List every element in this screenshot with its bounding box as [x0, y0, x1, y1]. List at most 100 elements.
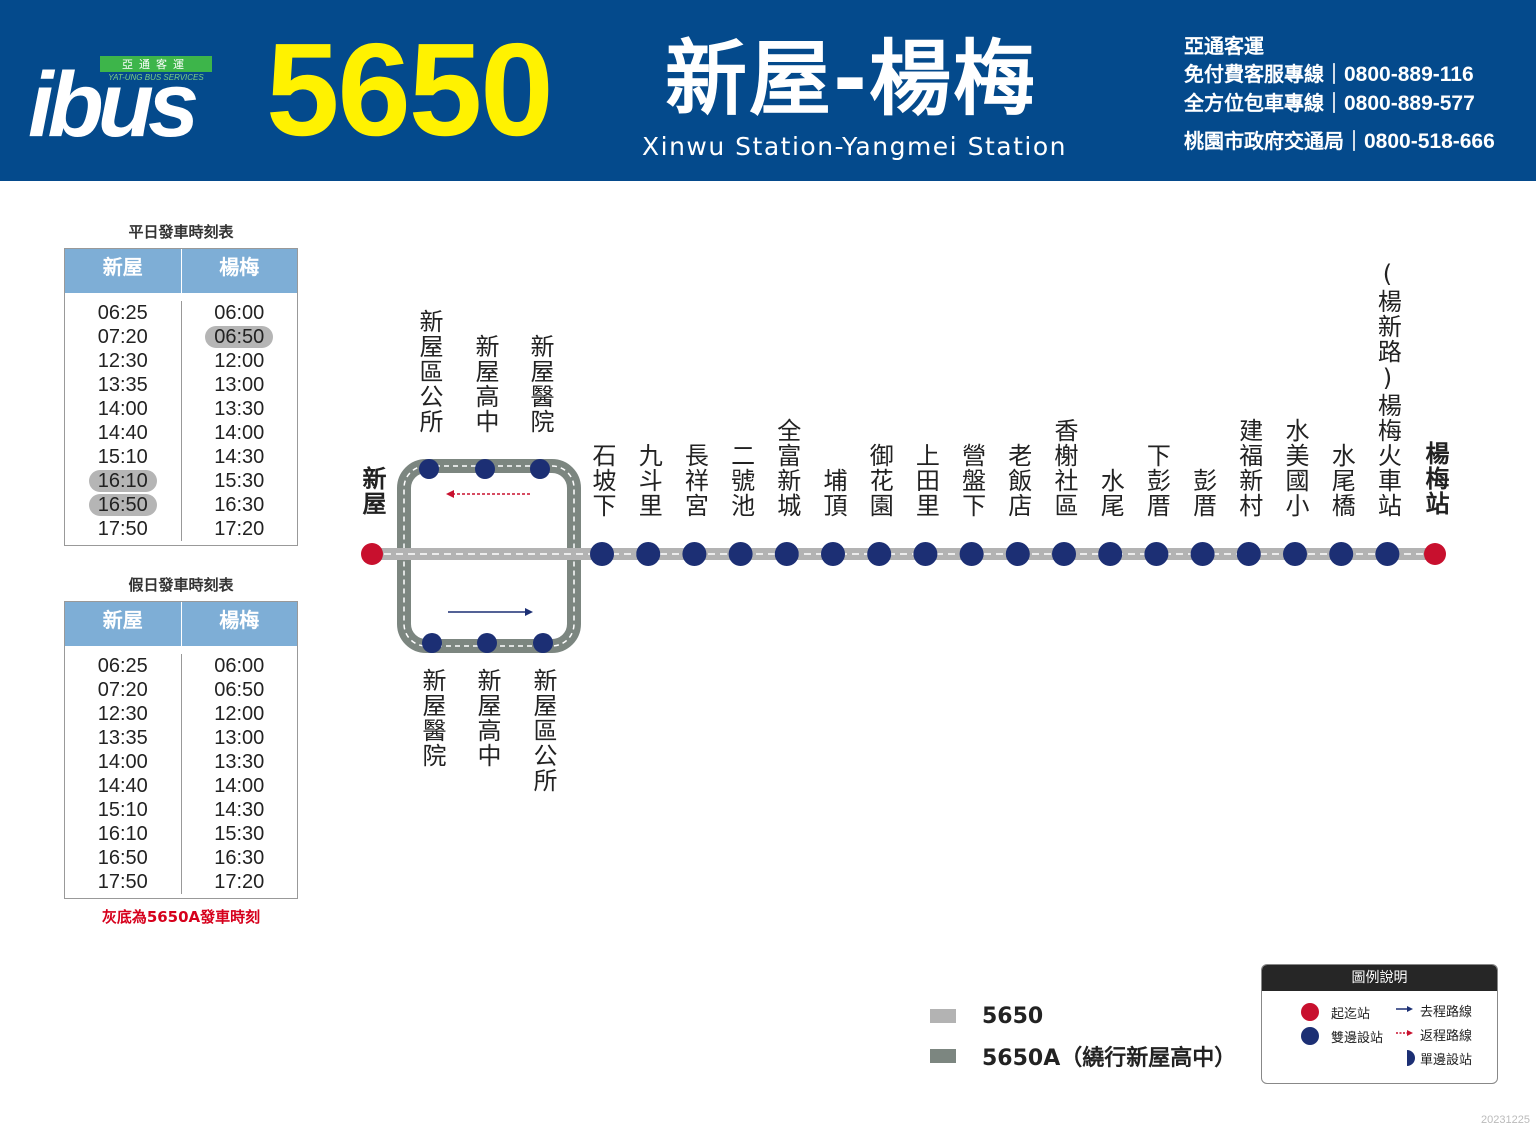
stop-label: 全富新城	[772, 418, 801, 518]
terminal-label-xinwu: 新屋	[358, 466, 386, 516]
stop-dot	[1098, 542, 1123, 566]
stop-label: 二號池	[726, 443, 755, 518]
departure-time: 15:10	[97, 799, 148, 821]
departure-time: 13:00	[214, 727, 265, 749]
holiday-col-xinwu: 新屋	[65, 602, 182, 646]
stop-label: 下彭厝	[1142, 443, 1171, 518]
departure-time: 06:50	[182, 325, 298, 349]
header-banner: ibus 亞通客運 YAT-UNG BUS SERVICES 5650 新屋-楊…	[0, 0, 1536, 181]
departure-time: 14:30	[214, 446, 265, 468]
departure-time: 15:10	[97, 446, 148, 468]
departure-time: 12:00	[214, 703, 265, 725]
route-legend: 5650 5650A（繞行新屋高中）	[930, 996, 1236, 1076]
legend-swatch	[930, 1009, 956, 1023]
stop-dot	[1236, 542, 1261, 566]
legend-box: 圖例說明 起迄站 雙邊設站 去程路線 返程路線 單邊設站	[1261, 964, 1498, 1084]
company-name: 亞通客運	[1184, 34, 1264, 58]
stop-dot	[1052, 542, 1076, 566]
stop-label: 上田里	[911, 443, 940, 518]
stop-label: (楊新路)楊梅火車站	[1373, 260, 1402, 518]
stop-label: 彭厝	[1188, 468, 1217, 518]
legend-one-side: 單邊設站	[1420, 1053, 1473, 1068]
stop-dot	[1375, 542, 1400, 566]
loop-top-stop-label: 新屋區公所	[415, 309, 443, 434]
departure-time: 13:30	[214, 751, 265, 773]
stop-dot	[867, 542, 892, 566]
loop-top-stop-dot	[419, 459, 439, 479]
loop-top-stop-dot	[530, 459, 550, 479]
departure-time: 16:50	[65, 493, 181, 517]
loop-bottom-stop-dot	[422, 633, 442, 653]
departure-time: 16:10	[65, 469, 181, 493]
stop-label: 水美國小	[1281, 418, 1309, 518]
legend-5650a: 5650A（繞行新屋高中）	[930, 1036, 1236, 1076]
svg-text:亞通客運: 亞通客運	[122, 57, 190, 71]
legend-terminal: 起迄站	[1331, 1007, 1371, 1022]
holiday-col-yangmei: 楊梅	[219, 608, 260, 632]
departure-time: 14:00	[214, 422, 265, 444]
departure-time: 13:35	[97, 374, 148, 396]
stop-label: 香榭社區	[1050, 418, 1078, 518]
departure-time: 06:25	[97, 302, 148, 324]
stop-dot	[682, 542, 707, 566]
route-name: 新屋-楊梅	[665, 32, 1038, 127]
stop-dot	[728, 542, 753, 566]
loop-top-stop-dot	[475, 459, 495, 479]
departure-time: 13:00	[214, 374, 265, 396]
departure-time: 12:30	[97, 350, 148, 372]
departure-time: 14:00	[97, 751, 148, 773]
departure-time: 07:20	[97, 679, 148, 701]
contact-info: 亞通客運 免付費客服專線｜0800-889-116 全方位包車專線｜0800-8…	[1184, 32, 1495, 156]
half-dot-icon	[1407, 1050, 1415, 1066]
stop-dot	[1005, 542, 1030, 566]
departure-time: 14:40	[97, 422, 148, 444]
departure-time: 17:50	[97, 518, 148, 540]
stop-label: 九斗里	[634, 443, 663, 518]
stop-label: 長祥宮	[680, 443, 709, 518]
stop-dot	[1283, 542, 1307, 566]
terminal-stop-yangmei	[1424, 543, 1446, 565]
departure-time: 17:20	[214, 871, 265, 893]
stop-dot-icon	[1301, 1027, 1319, 1045]
stop-label: 御花園	[865, 443, 894, 518]
stop-label: 水尾	[1096, 468, 1125, 518]
loop-bottom-stop-label: 新屋高中	[473, 668, 501, 768]
hotline-service: 免付費客服專線｜0800-889-116	[1184, 62, 1474, 86]
departure-time: 14:00	[214, 775, 265, 797]
stop-label: 石坡下	[588, 443, 616, 518]
departure-time: 07:20	[97, 326, 148, 348]
stop-dot	[959, 542, 984, 566]
departure-time: 06:00	[214, 655, 265, 677]
stop-label: 老飯店	[1003, 443, 1032, 518]
timetable-note: 灰底為5650A發車時刻	[101, 908, 261, 926]
date-stamp: 20231225	[1481, 1114, 1530, 1126]
stop-label: 營盤下	[957, 443, 986, 518]
stop-dot	[636, 542, 661, 566]
departure-time: 16:50	[97, 847, 148, 869]
departure-time: 12:30	[97, 703, 148, 725]
departure-time: 16:30	[214, 494, 265, 516]
departure-time: 15:30	[214, 470, 265, 492]
legend-both-sides: 雙邊設站	[1331, 1031, 1384, 1046]
weekday-col-yangmei: 楊梅	[219, 255, 260, 279]
weekday-col-xinwu: 新屋	[65, 249, 182, 293]
stop-label: 埔頂	[819, 468, 847, 518]
departure-time: 14:30	[214, 799, 265, 821]
terminal-label-yangmei: 楊梅站	[1421, 441, 1449, 516]
loop-bottom-stop-label: 新屋醫院	[418, 668, 446, 768]
terminal-dot-icon	[1301, 1003, 1319, 1021]
ibus-logo: ibus 亞通客運 YAT-UNG BUS SERVICES	[28, 54, 212, 140]
stop-dot	[774, 542, 799, 566]
departure-time: 17:20	[214, 518, 265, 540]
loop-top-stop-label: 新屋高中	[471, 334, 499, 434]
departure-time: 06:25	[97, 655, 148, 677]
stop-dot	[1190, 542, 1215, 566]
legend-5650: 5650	[930, 996, 1236, 1036]
